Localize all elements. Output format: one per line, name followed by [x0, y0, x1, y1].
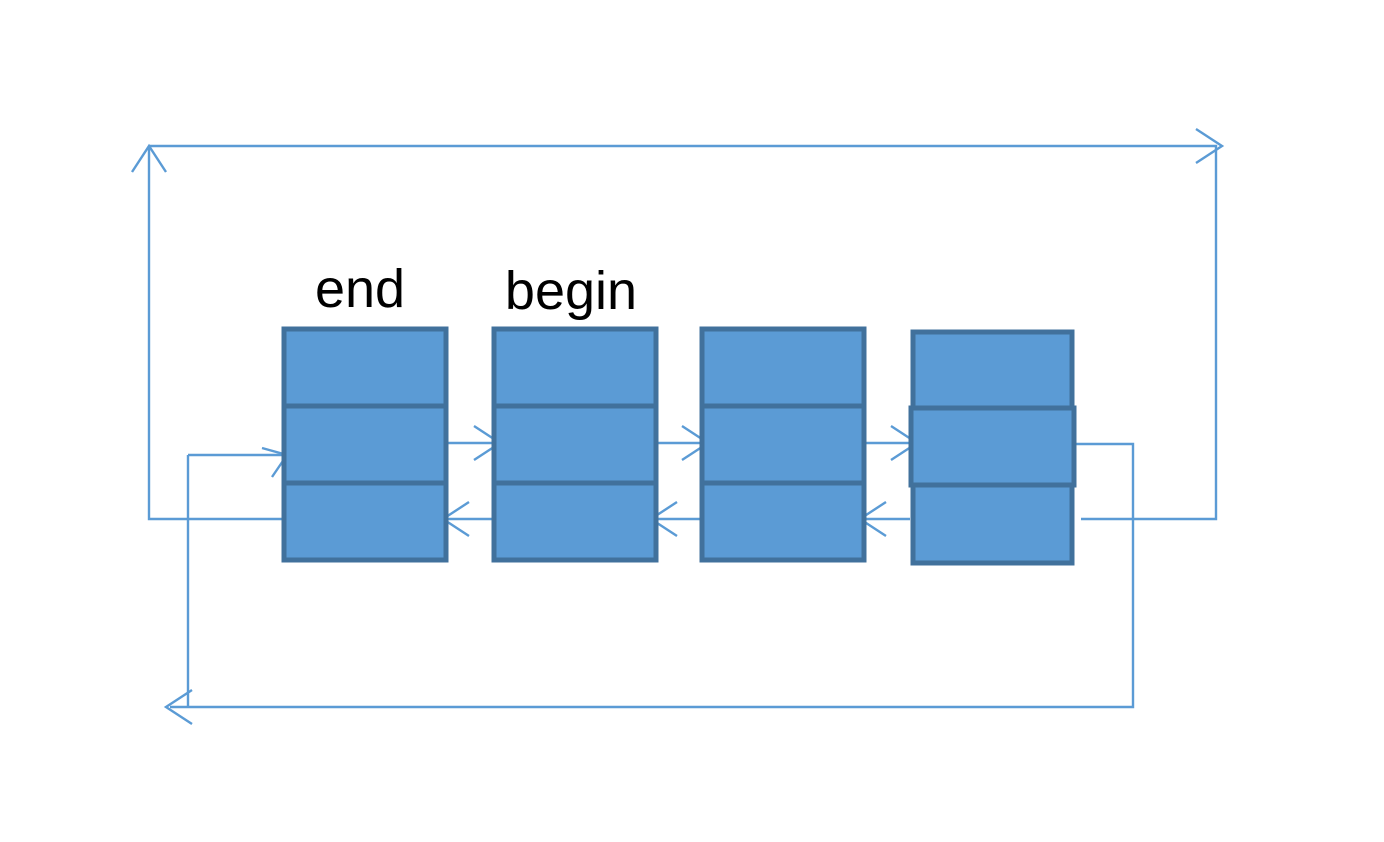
node-end-sentinel[interactable]: [281, 326, 449, 563]
connectors-layer: [130, 127, 1225, 726]
labels-layer: end begin: [315, 259, 637, 321]
outer-loop-bottom-return-line: [170, 442, 1135, 709]
outer-loop-bottom-return: [163, 442, 1135, 726]
outer-loop-top-to-right-arrowhead: [1195, 127, 1225, 165]
outer-loop-left-vertical-line: [147, 146, 287, 521]
outer-loop-left-vertical: [147, 146, 287, 521]
backward-arrow-node2-node1: [440, 500, 493, 538]
node-1-cell-prev[interactable]: [281, 326, 449, 409]
node-2-cell-data[interactable]: [491, 403, 659, 486]
node-middle[interactable]: [699, 326, 867, 563]
label-begin: begin: [505, 261, 637, 321]
node-3-cell-prev[interactable]: [699, 326, 867, 409]
nodes-layer: [281, 326, 1077, 566]
outer-loop-bottom-return-arrowhead: [163, 688, 193, 726]
node-2-cell-next[interactable]: [491, 480, 659, 563]
node-4-cell-prev[interactable]: [910, 329, 1075, 411]
backward-arrow-node4-node3: [857, 500, 910, 538]
outer-loop-top-to-right-line: [149, 144, 1218, 521]
node-1-cell-next[interactable]: [281, 480, 449, 563]
node-4-cell-data[interactable]: [908, 405, 1077, 488]
node-2-cell-prev[interactable]: [491, 326, 659, 409]
label-end: end: [315, 259, 405, 319]
node-4-cell-next[interactable]: [910, 482, 1075, 566]
node-3-cell-data[interactable]: [699, 403, 867, 486]
node-tail[interactable]: [908, 329, 1077, 566]
node-1-cell-data[interactable]: [281, 403, 449, 486]
inner-loop-into-node1-data: [188, 446, 289, 478]
node-begin[interactable]: [491, 326, 659, 563]
node-3-cell-next[interactable]: [699, 480, 867, 563]
